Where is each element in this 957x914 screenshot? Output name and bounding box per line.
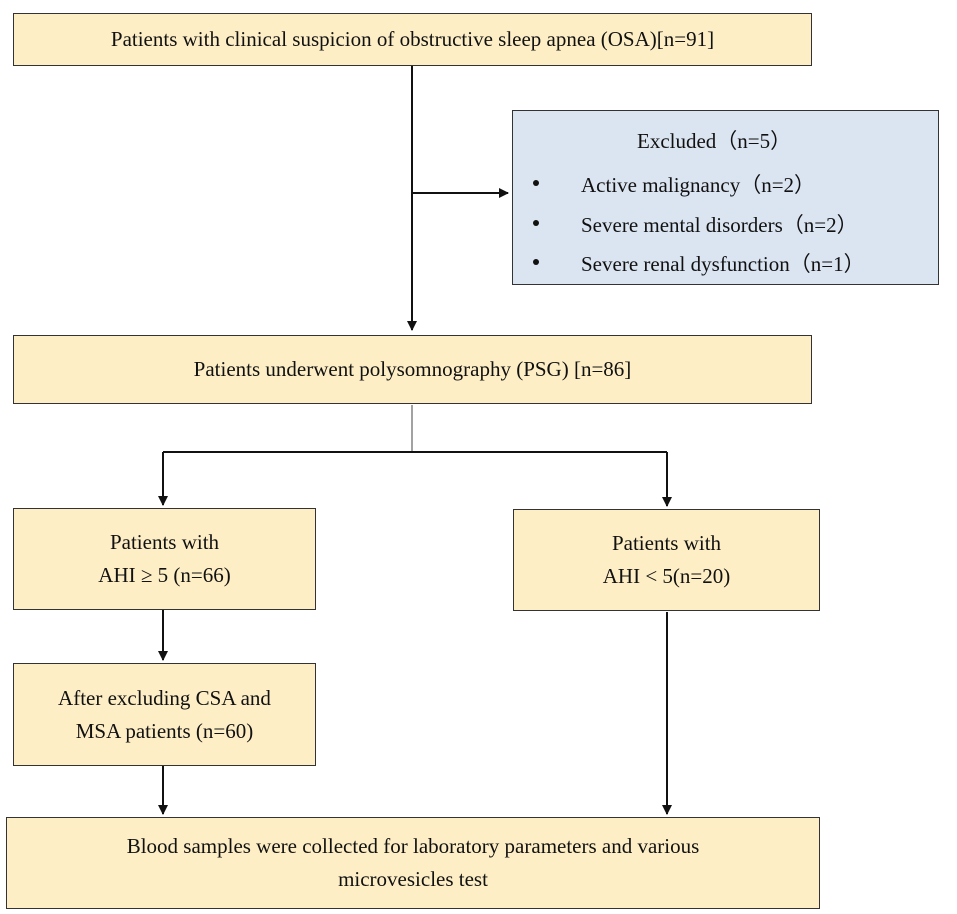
excluded-title: Excluded（n=5） <box>637 129 792 153</box>
node-ahi-ge5: Patients with AHI ≥ 5 (n=66) <box>13 508 316 610</box>
node-after-exclusion-line1: After excluding CSA and <box>58 685 271 710</box>
excluded-item-label: Severe mental disorders（n=2） <box>581 213 858 237</box>
node-blood-samples-line1: Blood samples were collected for laborat… <box>126 834 700 859</box>
node-screened: Patients with clinical suspicion of obst… <box>13 13 812 66</box>
node-ahi-ge5-line2: AHI ≥ 5 (n=66) <box>98 563 231 587</box>
node-ahi-ge5-line1: Patients with <box>109 530 220 555</box>
node-blood-samples-line2: microvesicles test <box>338 867 488 891</box>
node-after-exclusion: After excluding CSA and MSA patients (n=… <box>13 663 316 766</box>
excluded-item-label: Severe renal dysfunction（n=1） <box>581 252 865 276</box>
node-ahi-lt5: Patients with AHI < 5(n=20) <box>513 509 820 611</box>
node-ahi-lt5-line1: Patients with <box>611 531 722 556</box>
node-after-exclusion-line2: MSA patients (n=60) <box>75 718 254 743</box>
node-psg-label: Patients underwent polysomnography (PSG)… <box>193 357 632 382</box>
node-blood-samples: Blood samples were collected for laborat… <box>6 817 820 909</box>
node-excluded: Excluded（n=5） Active malignancy（n=2） Sev… <box>512 110 939 285</box>
excluded-item-label: Active malignancy（n=2） <box>581 173 816 197</box>
bullet-icon <box>533 220 539 226</box>
bullet-icon <box>533 180 539 186</box>
node-psg: Patients underwent polysomnography (PSG)… <box>13 335 812 404</box>
node-screened-label: Patients with clinical suspicion of obst… <box>110 27 715 52</box>
bullet-icon <box>533 259 539 265</box>
node-ahi-lt5-line2: AHI < 5(n=20) <box>602 564 731 588</box>
